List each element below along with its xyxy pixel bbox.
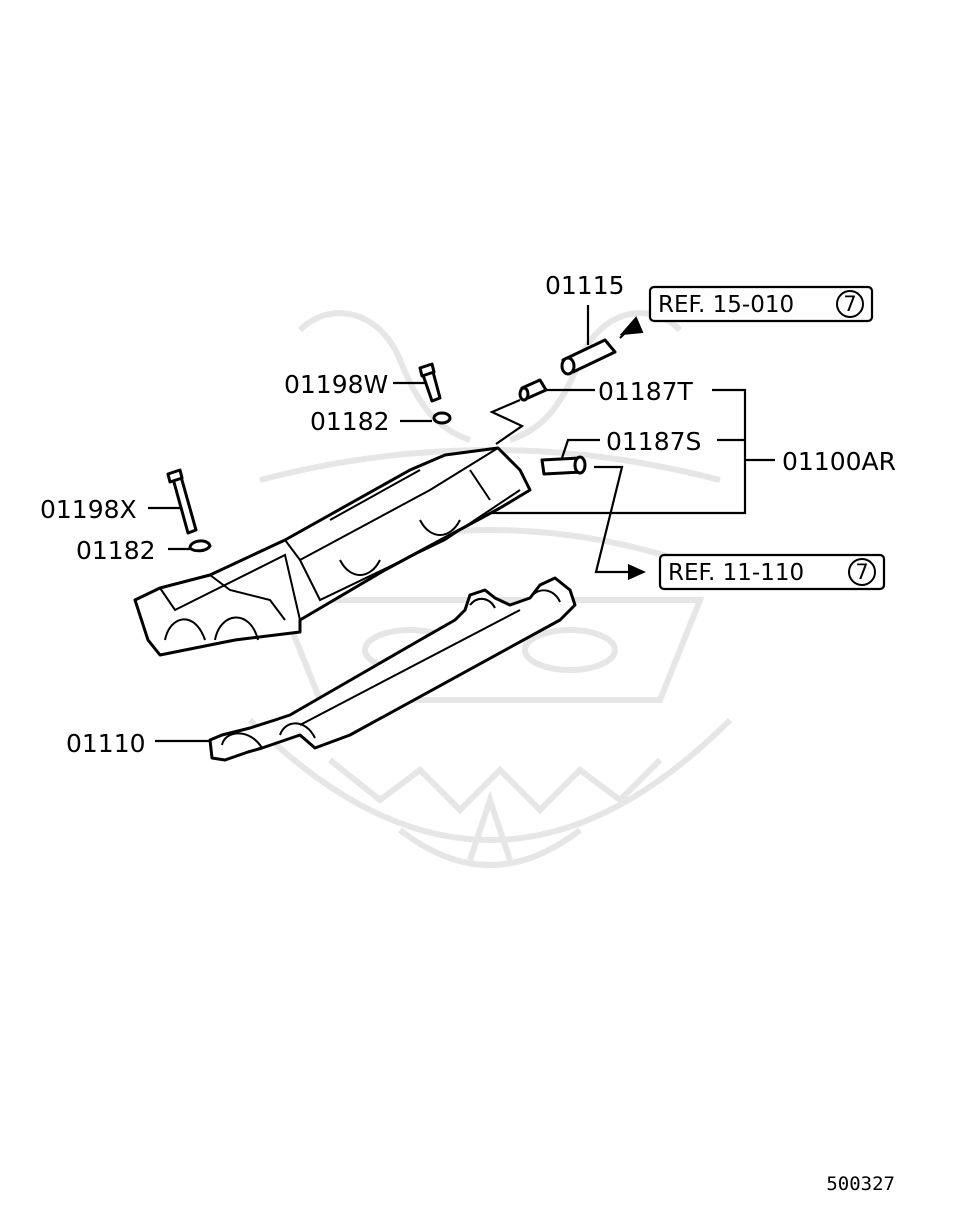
rocker-cover xyxy=(133,446,532,657)
callout-01198X: 01198X xyxy=(40,495,137,524)
callout-01110: 01110 xyxy=(66,729,146,758)
callout-01182-top: 01182 xyxy=(310,407,390,436)
washer-01182-left xyxy=(188,539,212,553)
callout-01198W: 01198W xyxy=(284,370,388,399)
callout-01115: 01115 xyxy=(545,271,625,300)
rocker-cover-gasket xyxy=(208,576,577,762)
reference-top-text: REF. 15-010 xyxy=(658,292,794,318)
bolt-01198X xyxy=(166,468,198,535)
reference-top-circle-number: 7 xyxy=(843,292,856,316)
reference-box-bottom[interactable]: REF. 11-110 7 xyxy=(658,553,886,591)
callout-01182-left: 01182 xyxy=(76,536,156,565)
callout-01100AR: 01100AR xyxy=(782,447,896,476)
bolt-01198W xyxy=(418,362,442,403)
hose-01115 xyxy=(560,316,644,376)
washer-01182-top xyxy=(432,411,452,425)
pcv-part-01187T xyxy=(518,378,548,402)
grommet-01187S xyxy=(540,455,587,476)
reference-bottom-text: REF. 11-110 xyxy=(668,560,804,586)
arrow-icon-bottom xyxy=(628,564,646,580)
callout-01187S: 01187S xyxy=(606,427,701,456)
callout-01187T: 01187T xyxy=(598,377,694,406)
reference-bottom-circle-number: 7 xyxy=(855,560,868,584)
figure-code: 500327 xyxy=(826,1173,895,1195)
reference-box-top[interactable]: REF. 15-010 7 xyxy=(648,285,874,323)
